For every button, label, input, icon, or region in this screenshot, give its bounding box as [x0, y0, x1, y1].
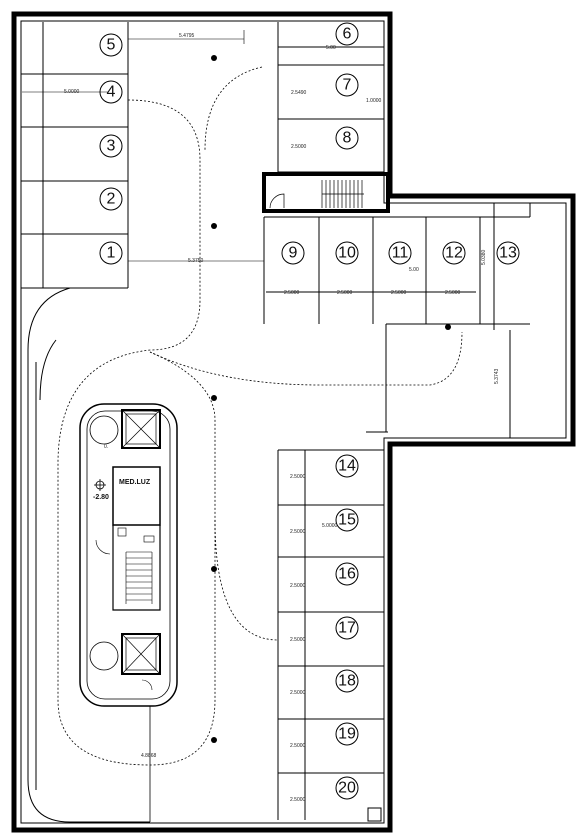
- column: [211, 566, 217, 572]
- dim-label: 5.0000: [322, 523, 338, 529]
- space-number-5: 5: [107, 37, 116, 54]
- space-number-15: 15: [338, 512, 356, 529]
- stair-box: [262, 172, 390, 213]
- dim-label: 2.5490: [291, 90, 307, 96]
- space-number-16: 16: [338, 566, 356, 583]
- space-number-18: 18: [338, 673, 356, 690]
- space-number-2: 2: [107, 191, 116, 208]
- space-number-20: 20: [338, 780, 356, 797]
- space-numbers: 1 2 3 4 5 6 7 8 9 10 11 12 13 14 15 16 1…: [107, 26, 517, 797]
- dim-label: 5.3743: [494, 368, 500, 384]
- dim-label: 2.5000: [445, 290, 461, 296]
- level-marker-icon: [94, 479, 106, 491]
- dim-label: 4.8868: [141, 753, 157, 759]
- dim-lines: [22, 30, 264, 262]
- row-9-13: [263, 203, 531, 438]
- space-number-19: 19: [338, 726, 356, 743]
- column: [211, 395, 217, 401]
- dim-label: 5.00: [409, 267, 419, 273]
- space-number-6: 6: [343, 26, 352, 43]
- dim-label: 2.5000: [290, 474, 306, 480]
- dim-label: 2.5000: [290, 797, 306, 803]
- space-number-4: 4: [107, 84, 116, 101]
- dim-label: 5.4795: [179, 33, 195, 39]
- dim-label: 1.0000: [366, 98, 382, 104]
- space-number-3: 3: [107, 138, 116, 155]
- dim-label: 2.5000: [290, 637, 306, 643]
- outer-wall: [11, 11, 576, 833]
- level-label: -2.80: [93, 494, 109, 501]
- dim-label: 2.5000: [290, 583, 306, 589]
- central-core: [79, 403, 178, 707]
- space-number-12: 12: [445, 245, 463, 262]
- dim-label: 5.00: [326, 45, 336, 51]
- space-number-17: 17: [338, 620, 356, 637]
- space-number-11: 11: [392, 245, 409, 262]
- dim-label: 2.5000: [290, 743, 306, 749]
- dim-label: 2.5000: [290, 690, 306, 696]
- dim-label: 2.5000: [284, 290, 300, 296]
- column: [211, 223, 217, 229]
- lower-right-bay: [277, 449, 384, 820]
- dim-label: 2.5000: [291, 144, 307, 150]
- column: [445, 324, 451, 330]
- space-number-13: 13: [499, 245, 517, 262]
- space-markers: [99, 22, 520, 800]
- space-number-1: 1: [107, 245, 116, 262]
- tiny-label: 0.: [104, 444, 108, 450]
- column: [211, 55, 217, 61]
- room-label-med-luz: MED.LUZ: [119, 479, 151, 486]
- corner-box: [367, 807, 382, 822]
- dim-label: 5.0380: [481, 249, 487, 265]
- dim-label: 2.5000: [337, 290, 353, 296]
- column: [211, 737, 217, 743]
- column-dots: [211, 55, 451, 743]
- space-number-10: 10: [338, 245, 356, 262]
- dim-label: 2.5000: [290, 529, 306, 535]
- upper-right-bay: [277, 22, 384, 176]
- dim-label: 5.0000: [64, 89, 80, 95]
- space-number-8: 8: [343, 130, 352, 147]
- dimension-labels: 5.4795 5.0000 5.00 2.5490 1.0000 2.5000 …: [64, 33, 500, 803]
- dashed-paths: [15, 66, 463, 820]
- space-number-7: 7: [343, 77, 352, 94]
- space-number-9: 9: [289, 245, 298, 262]
- dim-label: 5.3750: [188, 258, 204, 264]
- driving-curves: [27, 287, 150, 823]
- dim-label: 2.5000: [391, 290, 407, 296]
- space-number-14: 14: [338, 458, 356, 475]
